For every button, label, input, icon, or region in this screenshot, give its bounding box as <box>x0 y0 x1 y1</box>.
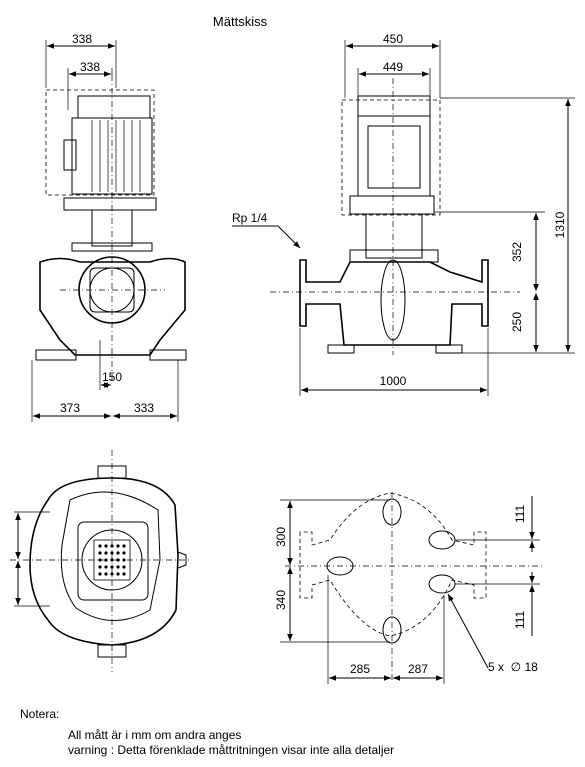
drawing-title: Mättskiss <box>213 14 268 29</box>
dim-front-motor-outer: 338 <box>72 32 92 46</box>
front-view: 338 338 150 373 333 <box>31 32 187 422</box>
dim-side-lower-height: 250 <box>510 312 524 332</box>
dim-front-port: 150 <box>102 370 122 384</box>
dim-foot-right: 287 <box>408 662 428 676</box>
dim-side-motor-inner: 449 <box>383 60 403 74</box>
dim-side-length: 1000 <box>380 374 407 388</box>
label-rp-connection: Rp 1/4 <box>232 211 268 225</box>
dim-side-upper-height: 352 <box>510 242 524 262</box>
dim-front-left: 373 <box>60 401 80 415</box>
top-view <box>10 450 190 672</box>
notes-section: Notera: All mått är i mm om andra anges … <box>20 707 394 757</box>
dim-side-motor-outer: 450 <box>383 32 403 46</box>
note-warning: varning : Detta förenklade måttritningen… <box>68 743 395 757</box>
notes-heading: Notera: <box>20 707 60 721</box>
note-units: All mått är i mm om andra anges <box>68 728 242 742</box>
dim-side-total-height: 1310 <box>553 211 567 238</box>
dim-foot-upper-offset: 111 <box>513 505 527 524</box>
dim-foot-lower-offset: 111 <box>513 611 527 630</box>
side-view: Rp 1/4 450 449 1310 352 250 1000 <box>232 32 575 396</box>
dim-foot-lower: 340 <box>274 590 288 610</box>
dim-foot-upper: 300 <box>274 527 288 547</box>
foot-view: 300 340 111 111 285 287 5 x ∅ 18 <box>274 492 545 684</box>
dim-foot-left: 285 <box>350 662 370 676</box>
dim-front-motor-inner: 338 <box>80 60 100 74</box>
dim-front-right: 333 <box>134 401 154 415</box>
label-bolt-holes: 5 x ∅ 18 <box>488 660 538 674</box>
